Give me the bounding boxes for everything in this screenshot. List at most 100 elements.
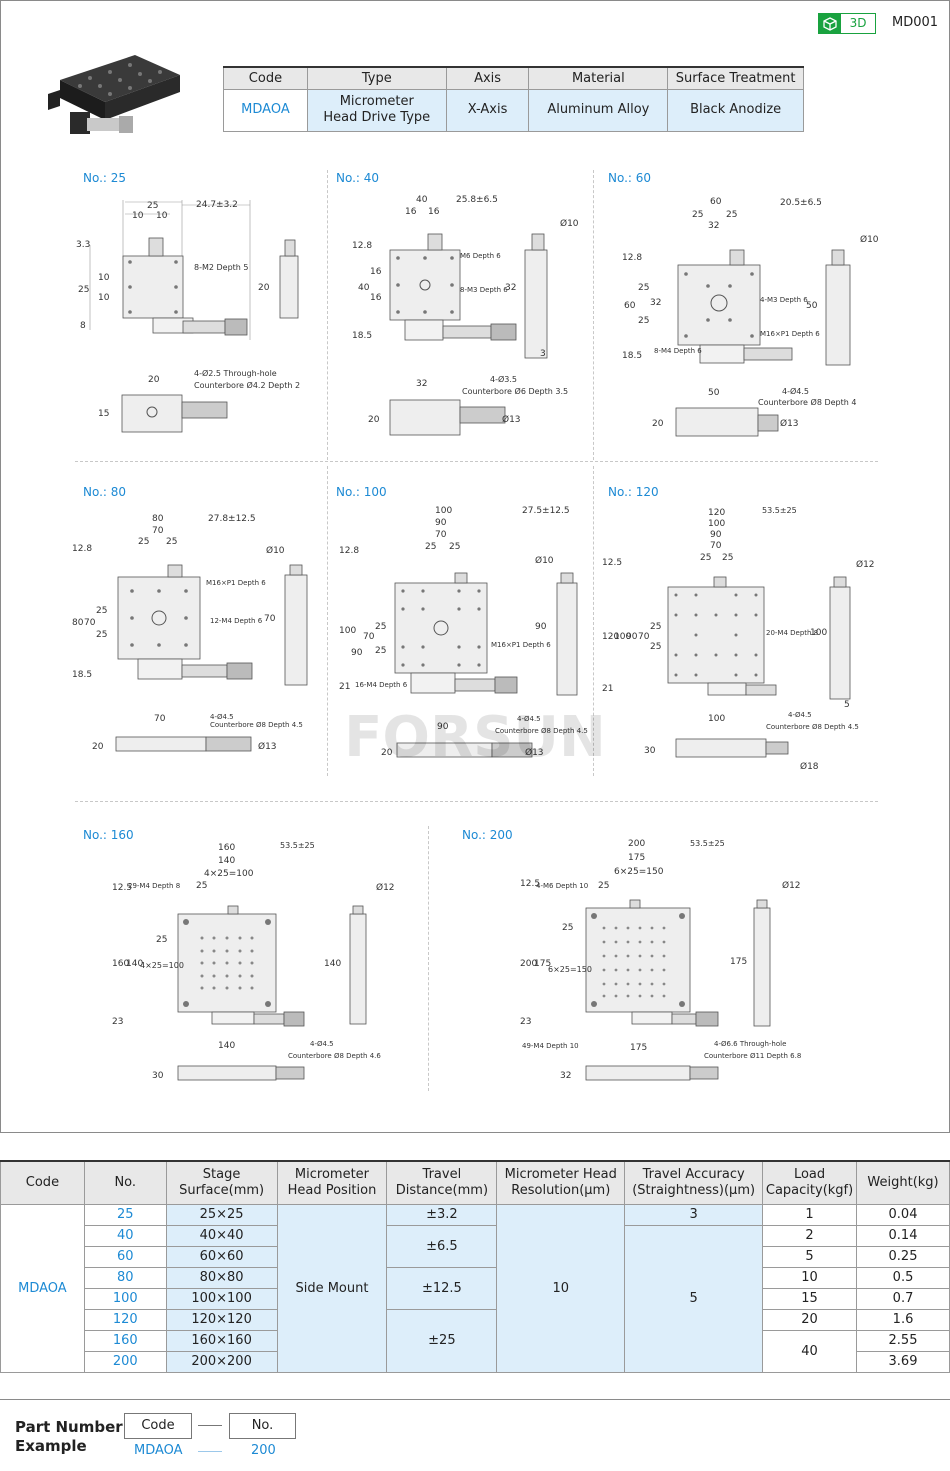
dim-text: Ø10 bbox=[266, 545, 285, 556]
dim-text: 25 bbox=[78, 285, 89, 295]
dim-text: 32 bbox=[416, 379, 427, 389]
row-accuracy: 5 bbox=[624, 1224, 764, 1373]
dim-text: 70 bbox=[264, 614, 276, 624]
spec-header-axis: Axis bbox=[445, 66, 530, 90]
row-weight: 3.69 bbox=[856, 1350, 950, 1373]
row-no[interactable]: 120 bbox=[83, 1308, 167, 1331]
row-no[interactable]: 160 bbox=[83, 1329, 167, 1352]
dim-text: 24.7±3.2 bbox=[196, 200, 238, 210]
dim-text: 140 bbox=[218, 1041, 235, 1051]
part-number-code-value[interactable]: MDAOA bbox=[134, 1443, 183, 1458]
dim-text: 25 bbox=[598, 881, 609, 891]
dim-text: 20 bbox=[92, 742, 104, 752]
row-load: 20 bbox=[762, 1308, 858, 1331]
dim-text: 25 bbox=[375, 622, 386, 632]
dim-text: 4-Ø4.5 bbox=[788, 711, 812, 719]
col-header-text: Distance(mm) bbox=[395, 1182, 489, 1198]
dim-text: Counterbore Ø11 Depth 6.8 bbox=[704, 1052, 801, 1060]
dim-text: 25 bbox=[638, 316, 649, 326]
col-header-text: Resolution(μm) bbox=[511, 1182, 611, 1198]
dim-text: 140 bbox=[218, 856, 235, 866]
dim-text: 25 bbox=[196, 881, 207, 891]
dim-text: 21 bbox=[602, 684, 613, 694]
row-surface: 200×200 bbox=[165, 1350, 278, 1373]
3d-model-button[interactable]: 3D bbox=[818, 13, 876, 34]
row-no[interactable]: 60 bbox=[83, 1245, 167, 1268]
col-header-text: Travel Accuracy bbox=[642, 1166, 745, 1182]
drawing-label-40: No.: 40 bbox=[336, 171, 380, 185]
dim-text: 90 bbox=[351, 648, 363, 658]
row-surface: 40×40 bbox=[165, 1224, 278, 1247]
row-no[interactable]: 100 bbox=[83, 1287, 167, 1310]
dim-text: 16 bbox=[428, 207, 440, 217]
col-header-text: Weight(kg) bbox=[867, 1174, 939, 1190]
drawing-40: 40 16 16 25.8±6.5 12.8 40 16 16 18.5 32 … bbox=[352, 195, 579, 436]
dim-text: 25 bbox=[722, 553, 733, 563]
dim-text: 16-M4 Depth 6 bbox=[355, 681, 408, 689]
separator bbox=[327, 466, 328, 776]
spec-surface: Black Anodize bbox=[667, 88, 804, 132]
col-header-text: Head Position bbox=[287, 1182, 377, 1198]
drawing-label-25: No.: 25 bbox=[83, 171, 127, 185]
table-row: 200 200×200 3.69 bbox=[1, 1350, 950, 1373]
dim-text: 160 bbox=[112, 959, 129, 969]
dim-text: Ø13 bbox=[780, 418, 799, 429]
drawing-label-80: No.: 80 bbox=[83, 485, 127, 499]
dim-text: Counterbore Ø8 Depth 4.6 bbox=[288, 1052, 381, 1060]
col-header-code: Code bbox=[0, 1160, 85, 1205]
dim-text: 25 bbox=[726, 210, 737, 220]
row-load: 1 bbox=[762, 1203, 858, 1226]
dim-text: 100 bbox=[708, 714, 725, 724]
dim-text: Counterbore Ø8 Depth 4.5 bbox=[495, 727, 588, 735]
part-number-title-line: Part Number bbox=[15, 1418, 123, 1436]
dim-text: 12-M4 Depth 6 bbox=[210, 617, 263, 625]
dim-text: 12.5 bbox=[112, 883, 132, 893]
dim-text: 25 bbox=[650, 642, 661, 652]
table-row: 40 40×40 ±6.5 5 2 0.14 bbox=[1, 1224, 950, 1373]
col-header-text: (Straightness)(μm) bbox=[632, 1182, 756, 1198]
dim-text: 8 bbox=[80, 321, 86, 331]
dim-text: 25 bbox=[692, 210, 703, 220]
spec-code[interactable]: MDAOA bbox=[223, 88, 308, 132]
part-number-example: Part Number Example Code No. MDAOA 200 bbox=[0, 1399, 950, 1471]
dim-text: 27.5±12.5 bbox=[522, 506, 570, 516]
row-no[interactable]: 200 bbox=[83, 1350, 167, 1373]
dim-text: 4-M6 Depth 10 bbox=[536, 882, 588, 890]
3d-label: 3D bbox=[849, 16, 867, 30]
dim-text: 12.5 bbox=[520, 879, 540, 889]
row-no[interactable]: 25 bbox=[83, 1203, 167, 1226]
spec-header-material: Material bbox=[528, 66, 669, 90]
drawing-label-60: No.: 60 bbox=[608, 171, 652, 185]
row-no[interactable]: 40 bbox=[83, 1224, 167, 1247]
dim-text: 29-M4 Depth 8 bbox=[128, 882, 180, 890]
dim-text: 25 bbox=[700, 553, 711, 563]
dim-text: 3 bbox=[540, 349, 546, 359]
col-header-text: Surface(mm) bbox=[179, 1182, 265, 1198]
dim-text: 53.5±25 bbox=[280, 841, 315, 850]
drawing-25: 25 10 10 24.7±3.2 3.3 25 10 10 8 20 8-M2… bbox=[76, 200, 300, 433]
product-image bbox=[48, 55, 180, 134]
row-surface: 120×120 bbox=[165, 1308, 278, 1331]
row-resolution: 10 bbox=[496, 1203, 626, 1373]
dim-text: 90 bbox=[535, 622, 547, 632]
col-header-weight: Weight(kg) bbox=[856, 1160, 950, 1205]
dim-text: 10 bbox=[132, 211, 144, 221]
dim-text: 30 bbox=[644, 746, 656, 756]
dim-text: Ø12 bbox=[856, 559, 875, 570]
col-header-no: No. bbox=[83, 1160, 167, 1205]
part-number-no-value[interactable]: 200 bbox=[251, 1443, 276, 1458]
row-code[interactable]: MDAOA bbox=[0, 1203, 85, 1373]
col-header-text: Load bbox=[793, 1166, 826, 1182]
dim-text: 18.5 bbox=[622, 351, 642, 361]
part-number-connector bbox=[198, 1425, 222, 1426]
spec-axis: X-Axis bbox=[445, 88, 530, 132]
dim-text: 70 bbox=[435, 530, 447, 540]
row-no[interactable]: 80 bbox=[83, 1266, 167, 1289]
dim-text: 18.5 bbox=[72, 670, 92, 680]
drawing-200: 200 175 6×25=150 25 53.5±25 12.5 200 175… bbox=[520, 839, 801, 1081]
dim-text: 53.5±25 bbox=[690, 839, 725, 848]
dim-text: 20-M4 Depth 8 bbox=[766, 629, 818, 637]
dim-text: 21 bbox=[339, 682, 350, 692]
